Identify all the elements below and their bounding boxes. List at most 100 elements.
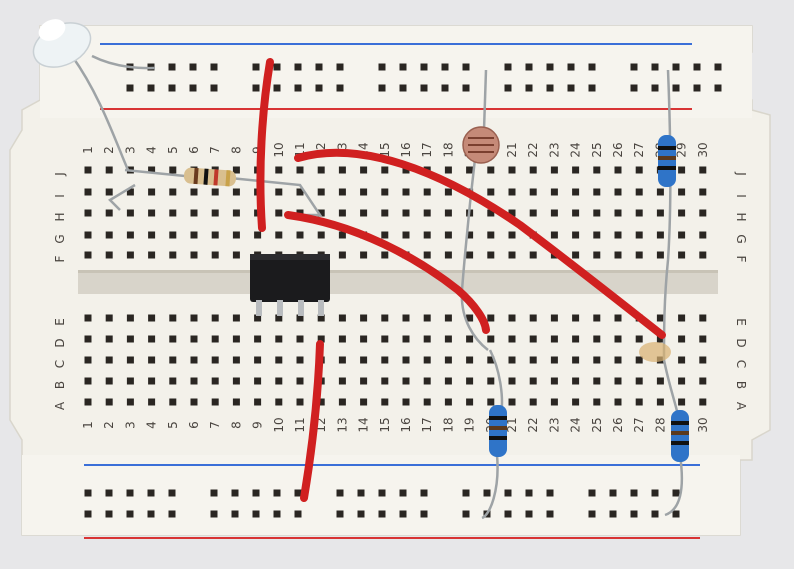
hole: [423, 377, 431, 385]
hole: [210, 510, 218, 518]
hole: [487, 209, 495, 217]
hole: [105, 188, 113, 196]
hole: [402, 188, 410, 196]
hole: [211, 356, 219, 364]
hole: [656, 188, 664, 196]
hole: [635, 335, 643, 343]
hole: [296, 188, 304, 196]
hole: [572, 335, 580, 343]
hole: [336, 510, 344, 518]
column-label-bottom: 24: [569, 417, 583, 432]
hole: [651, 63, 659, 71]
row-label-left: E: [53, 318, 67, 326]
hole: [336, 63, 344, 71]
hole: [360, 188, 368, 196]
hole: [169, 377, 177, 385]
hole: [714, 63, 722, 71]
column-label-top: 18: [441, 142, 455, 157]
hole: [338, 231, 346, 239]
hole: [378, 489, 386, 497]
hole: [360, 251, 368, 259]
hole: [635, 377, 643, 385]
hole: [402, 166, 410, 174]
hole: [126, 251, 134, 259]
hole: [529, 314, 537, 322]
hole: [678, 231, 686, 239]
column-label-top: 6: [187, 146, 201, 154]
column-label-bottom: 8: [229, 421, 243, 429]
hole: [381, 398, 389, 406]
column-label-top: 25: [590, 142, 604, 157]
hole: [567, 63, 575, 71]
hole: [572, 231, 580, 239]
hole: [275, 188, 283, 196]
hole: [529, 356, 537, 364]
hole: [550, 314, 558, 322]
hole: [317, 314, 325, 322]
hole: [672, 489, 680, 497]
hole: [360, 377, 368, 385]
hole: [529, 166, 537, 174]
hole: [699, 209, 707, 217]
hole: [254, 335, 262, 343]
hole: [381, 166, 389, 174]
hole: [423, 188, 431, 196]
hole: [84, 510, 92, 518]
hole: [378, 84, 386, 92]
hole: [504, 510, 512, 518]
hole: [588, 84, 596, 92]
hole: [614, 251, 622, 259]
hole: [126, 335, 134, 343]
hole: [466, 356, 474, 364]
hole: [126, 231, 134, 239]
hole: [487, 314, 495, 322]
hole: [614, 188, 622, 196]
hole: [525, 84, 533, 92]
hole: [84, 398, 92, 406]
hole: [189, 84, 197, 92]
hole: [275, 356, 283, 364]
hole: [360, 166, 368, 174]
column-label-bottom: 10: [272, 417, 286, 432]
column-label-bottom: 26: [611, 417, 625, 432]
hole: [466, 166, 474, 174]
column-label-bottom: 14: [357, 417, 371, 432]
hole: [593, 377, 601, 385]
hole: [126, 377, 134, 385]
hole: [588, 510, 596, 518]
hole: [508, 356, 516, 364]
hole: [444, 251, 452, 259]
hole: [211, 188, 219, 196]
hole: [546, 489, 554, 497]
hole: [572, 188, 580, 196]
hole: [529, 188, 537, 196]
hole: [614, 377, 622, 385]
hole: [529, 251, 537, 259]
hole: [588, 63, 596, 71]
hole: [550, 377, 558, 385]
hole: [487, 398, 495, 406]
hole: [338, 209, 346, 217]
hole: [635, 166, 643, 174]
hole: [508, 377, 516, 385]
hole: [593, 209, 601, 217]
hole: [315, 63, 323, 71]
hole: [232, 209, 240, 217]
column-label-top: 29: [675, 142, 689, 157]
hole: [699, 231, 707, 239]
hole: [211, 398, 219, 406]
hole: [232, 377, 240, 385]
column-label-top: 4: [145, 146, 159, 154]
hole: [338, 251, 346, 259]
hole: [126, 398, 134, 406]
hole: [169, 314, 177, 322]
solder-stain: [639, 342, 671, 362]
hole: [487, 166, 495, 174]
hole: [651, 84, 659, 92]
hole: [550, 188, 558, 196]
row-label-right: G: [734, 234, 748, 243]
hole: [338, 335, 346, 343]
hole: [546, 84, 554, 92]
row-label-left: F: [53, 255, 67, 262]
